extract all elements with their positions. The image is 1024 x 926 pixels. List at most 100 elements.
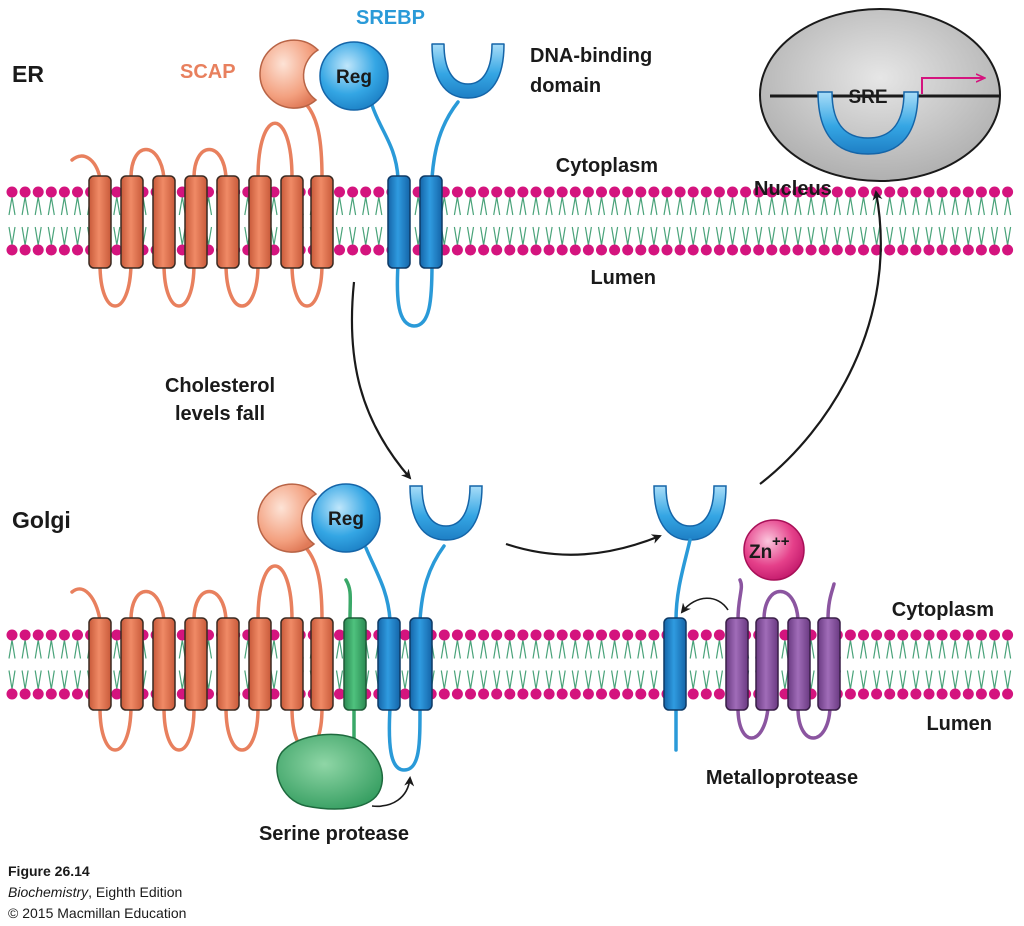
- lipid-head: [936, 244, 948, 256]
- lipid-tails: [73, 639, 82, 690]
- lipid-head: [517, 244, 529, 256]
- lipid-tails: [794, 196, 802, 246]
- lipid-head: [465, 688, 476, 700]
- lipid-tails: [899, 639, 907, 690]
- lipid-tails: [977, 639, 985, 690]
- lipid-head: [19, 688, 31, 700]
- arrow-golgi-to-metalloprotease: [505, 534, 662, 556]
- lipid-head: [451, 688, 463, 700]
- lipid-tails: [440, 196, 448, 246]
- lipid-tails: [47, 639, 55, 690]
- lipid-tails: [453, 639, 461, 690]
- lipid-head: [334, 629, 345, 641]
- scap-er: [70, 102, 324, 308]
- lipid-head: [897, 186, 909, 198]
- lipid-tails: [702, 196, 710, 246]
- label-lumen-er: Lumen: [590, 267, 656, 289]
- lipid-head: [111, 244, 123, 256]
- label-golgi: Golgi: [12, 507, 71, 533]
- lipid-head: [844, 244, 856, 256]
- dna-binding-domain-golgi-2: [653, 485, 727, 541]
- lipid-head: [740, 244, 752, 256]
- lipid-tails: [846, 196, 854, 246]
- lipid-head: [962, 186, 974, 198]
- lipid-head: [910, 629, 922, 641]
- lipid-tails: [466, 639, 475, 690]
- lipid-tails: [571, 639, 579, 690]
- lipid-head: [491, 186, 503, 198]
- lipid-head: [962, 629, 974, 641]
- lipid-head: [871, 688, 883, 700]
- label-cytoplasm-er: Cytoplasm: [556, 155, 658, 177]
- lipid-head: [58, 186, 70, 198]
- lipid-head: [347, 244, 359, 256]
- lipid-head: [582, 688, 594, 700]
- lipid-tails: [715, 196, 723, 246]
- lipid-head: [989, 629, 1000, 641]
- lipid-head: [687, 629, 699, 641]
- lipid-head: [504, 244, 516, 256]
- lipid-tails: [846, 639, 854, 690]
- lipid-tails: [938, 639, 946, 690]
- lipid-head: [6, 688, 18, 700]
- lipid-tails: [532, 196, 540, 246]
- lipid-head: [858, 244, 869, 256]
- scap-domain-golgi: [257, 483, 318, 553]
- lipid-head: [504, 688, 516, 700]
- lipid-tails: [178, 639, 186, 690]
- lipid-head: [72, 688, 83, 700]
- lipid-head: [6, 244, 18, 256]
- metalloprotease-helix-1: [725, 617, 749, 711]
- lipid-head: [32, 186, 44, 198]
- lipid-head: [779, 244, 791, 256]
- lipid-head: [923, 629, 935, 641]
- lipid-tails: [637, 196, 645, 246]
- lipid-tails: [60, 196, 68, 246]
- lipid-head: [517, 629, 529, 641]
- serine-protease-helix: [343, 617, 367, 711]
- lipid-tails: [1004, 196, 1012, 246]
- lipid-head: [648, 244, 660, 256]
- lipid-tails: [611, 196, 619, 246]
- lipid-head: [884, 244, 896, 256]
- lipid-head: [975, 186, 987, 198]
- label-serine-protease: Serine protease: [259, 823, 409, 845]
- lipid-head: [897, 629, 909, 641]
- lipid-head: [727, 244, 738, 256]
- lipid-tails: [650, 639, 658, 690]
- lipid-head: [491, 688, 503, 700]
- lipid-head: [45, 186, 57, 198]
- lipid-tails: [597, 639, 606, 690]
- lipid-head: [713, 688, 725, 700]
- lipid-head: [962, 688, 974, 700]
- lipid-head: [897, 688, 909, 700]
- lipid-head: [596, 629, 607, 641]
- lipid-head: [373, 186, 385, 198]
- lipid-head: [831, 186, 843, 198]
- lipid-head: [648, 688, 660, 700]
- lipid-head: [556, 629, 568, 641]
- lipid-head: [504, 186, 516, 198]
- lipid-head: [844, 629, 856, 641]
- lipid-head: [989, 186, 1000, 198]
- lipid-tails: [899, 196, 907, 246]
- lipid-head: [622, 244, 634, 256]
- lipid-head: [491, 629, 503, 641]
- lipid-head: [451, 186, 463, 198]
- lipid-head: [596, 688, 607, 700]
- lipid-head: [32, 244, 44, 256]
- lipid-head: [543, 186, 555, 198]
- lipid-head: [45, 244, 57, 256]
- lipid-tails: [519, 196, 527, 246]
- lipid-head: [111, 629, 123, 641]
- lipid-head: [818, 186, 830, 198]
- lipid-head: [858, 688, 869, 700]
- metalloprotease-helix-3: [787, 617, 811, 711]
- lipid-tails: [597, 196, 606, 246]
- lipid-head: [465, 244, 476, 256]
- dna-binding-domain-nucleus: [817, 91, 919, 155]
- lipid-head: [556, 244, 568, 256]
- lipid-tails: [60, 639, 68, 690]
- reg-domain-er: [319, 41, 389, 111]
- lipid-tails: [637, 639, 645, 690]
